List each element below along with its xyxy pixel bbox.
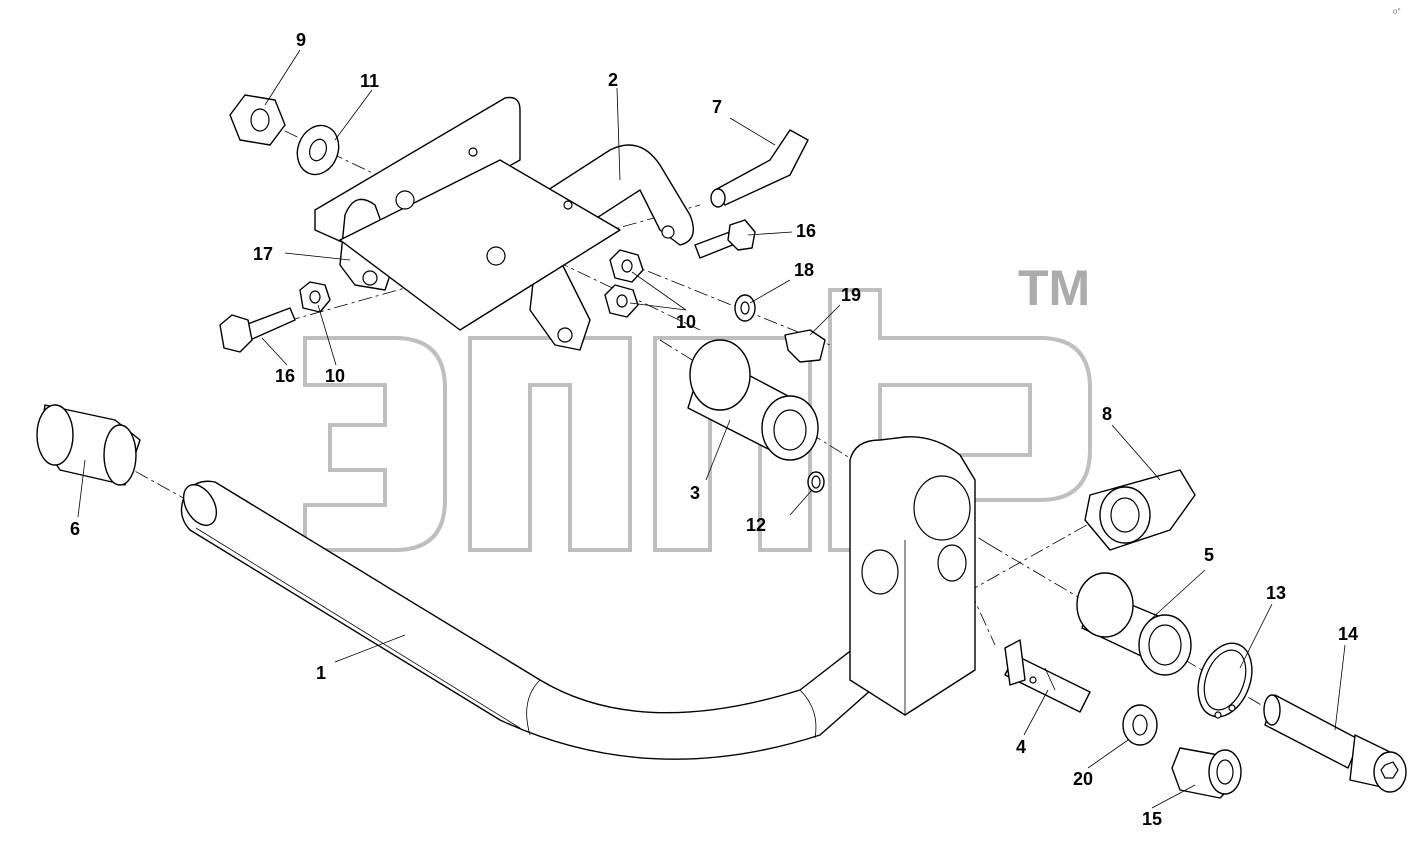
- part-19-small-bolt: [784, 329, 826, 363]
- part-5-bushing: [1076, 572, 1192, 676]
- callout-17: 17: [253, 244, 273, 264]
- part-13-retaining-ring: [1197, 642, 1253, 719]
- callout-2: 2: [608, 70, 618, 90]
- callout-7: 7: [712, 97, 722, 117]
- callout-5: 5: [1204, 545, 1214, 565]
- callout-14: 14: [1338, 624, 1358, 644]
- part-2-bracket: [314, 96, 694, 351]
- callout-6: 6: [70, 519, 80, 539]
- callout-15: 15: [1142, 809, 1162, 829]
- callout-20: 20: [1073, 769, 1093, 789]
- part-14-socket-bolt: [1263, 694, 1407, 793]
- callout-10-right: 10: [676, 312, 696, 332]
- part-15-small-sleeve: [1171, 747, 1242, 799]
- callout-10-left: 10: [325, 366, 345, 386]
- part-12-clip: [807, 471, 825, 493]
- callout-3: 3: [690, 483, 700, 503]
- callout-8: 8: [1102, 404, 1112, 424]
- assembly-axes: [69, 119, 1381, 776]
- callout-13: 13: [1266, 583, 1286, 603]
- part-16-bolts: [219, 219, 756, 353]
- callout-18: 18: [794, 260, 814, 280]
- trademark-label: TM: [1018, 260, 1090, 316]
- callout-labels: 1 2 3 4 5 6 7 8 9 10 10 11 12 13 14 15 1…: [70, 30, 1358, 829]
- leader-lines: [77, 49, 1346, 809]
- callout-19: 19: [841, 285, 861, 305]
- part-7-stepped-pin: [710, 129, 809, 208]
- part-8-hex-bush: [1084, 469, 1196, 551]
- part-3-sleeve: [687, 339, 819, 461]
- callout-1: 1: [316, 663, 326, 683]
- part-20-washer: [1122, 704, 1158, 746]
- part-6-end-cap: [36, 404, 141, 486]
- callout-4: 4: [1016, 737, 1026, 757]
- corner-mark: o°: [1393, 7, 1401, 16]
- part-1-handle-tube: [180, 480, 906, 760]
- part-9-hex-nut: [229, 94, 286, 146]
- callout-16-right: 16: [796, 221, 816, 241]
- callout-12: 12: [746, 515, 766, 535]
- part-4-pin-shaft: [1004, 639, 1091, 713]
- clevis-block: [849, 436, 976, 716]
- callout-16-left: 16: [275, 366, 295, 386]
- part-18-washer: [734, 294, 756, 322]
- part-11-washer: [296, 124, 340, 176]
- callout-9: 9: [296, 30, 306, 50]
- callout-11: 11: [360, 71, 379, 91]
